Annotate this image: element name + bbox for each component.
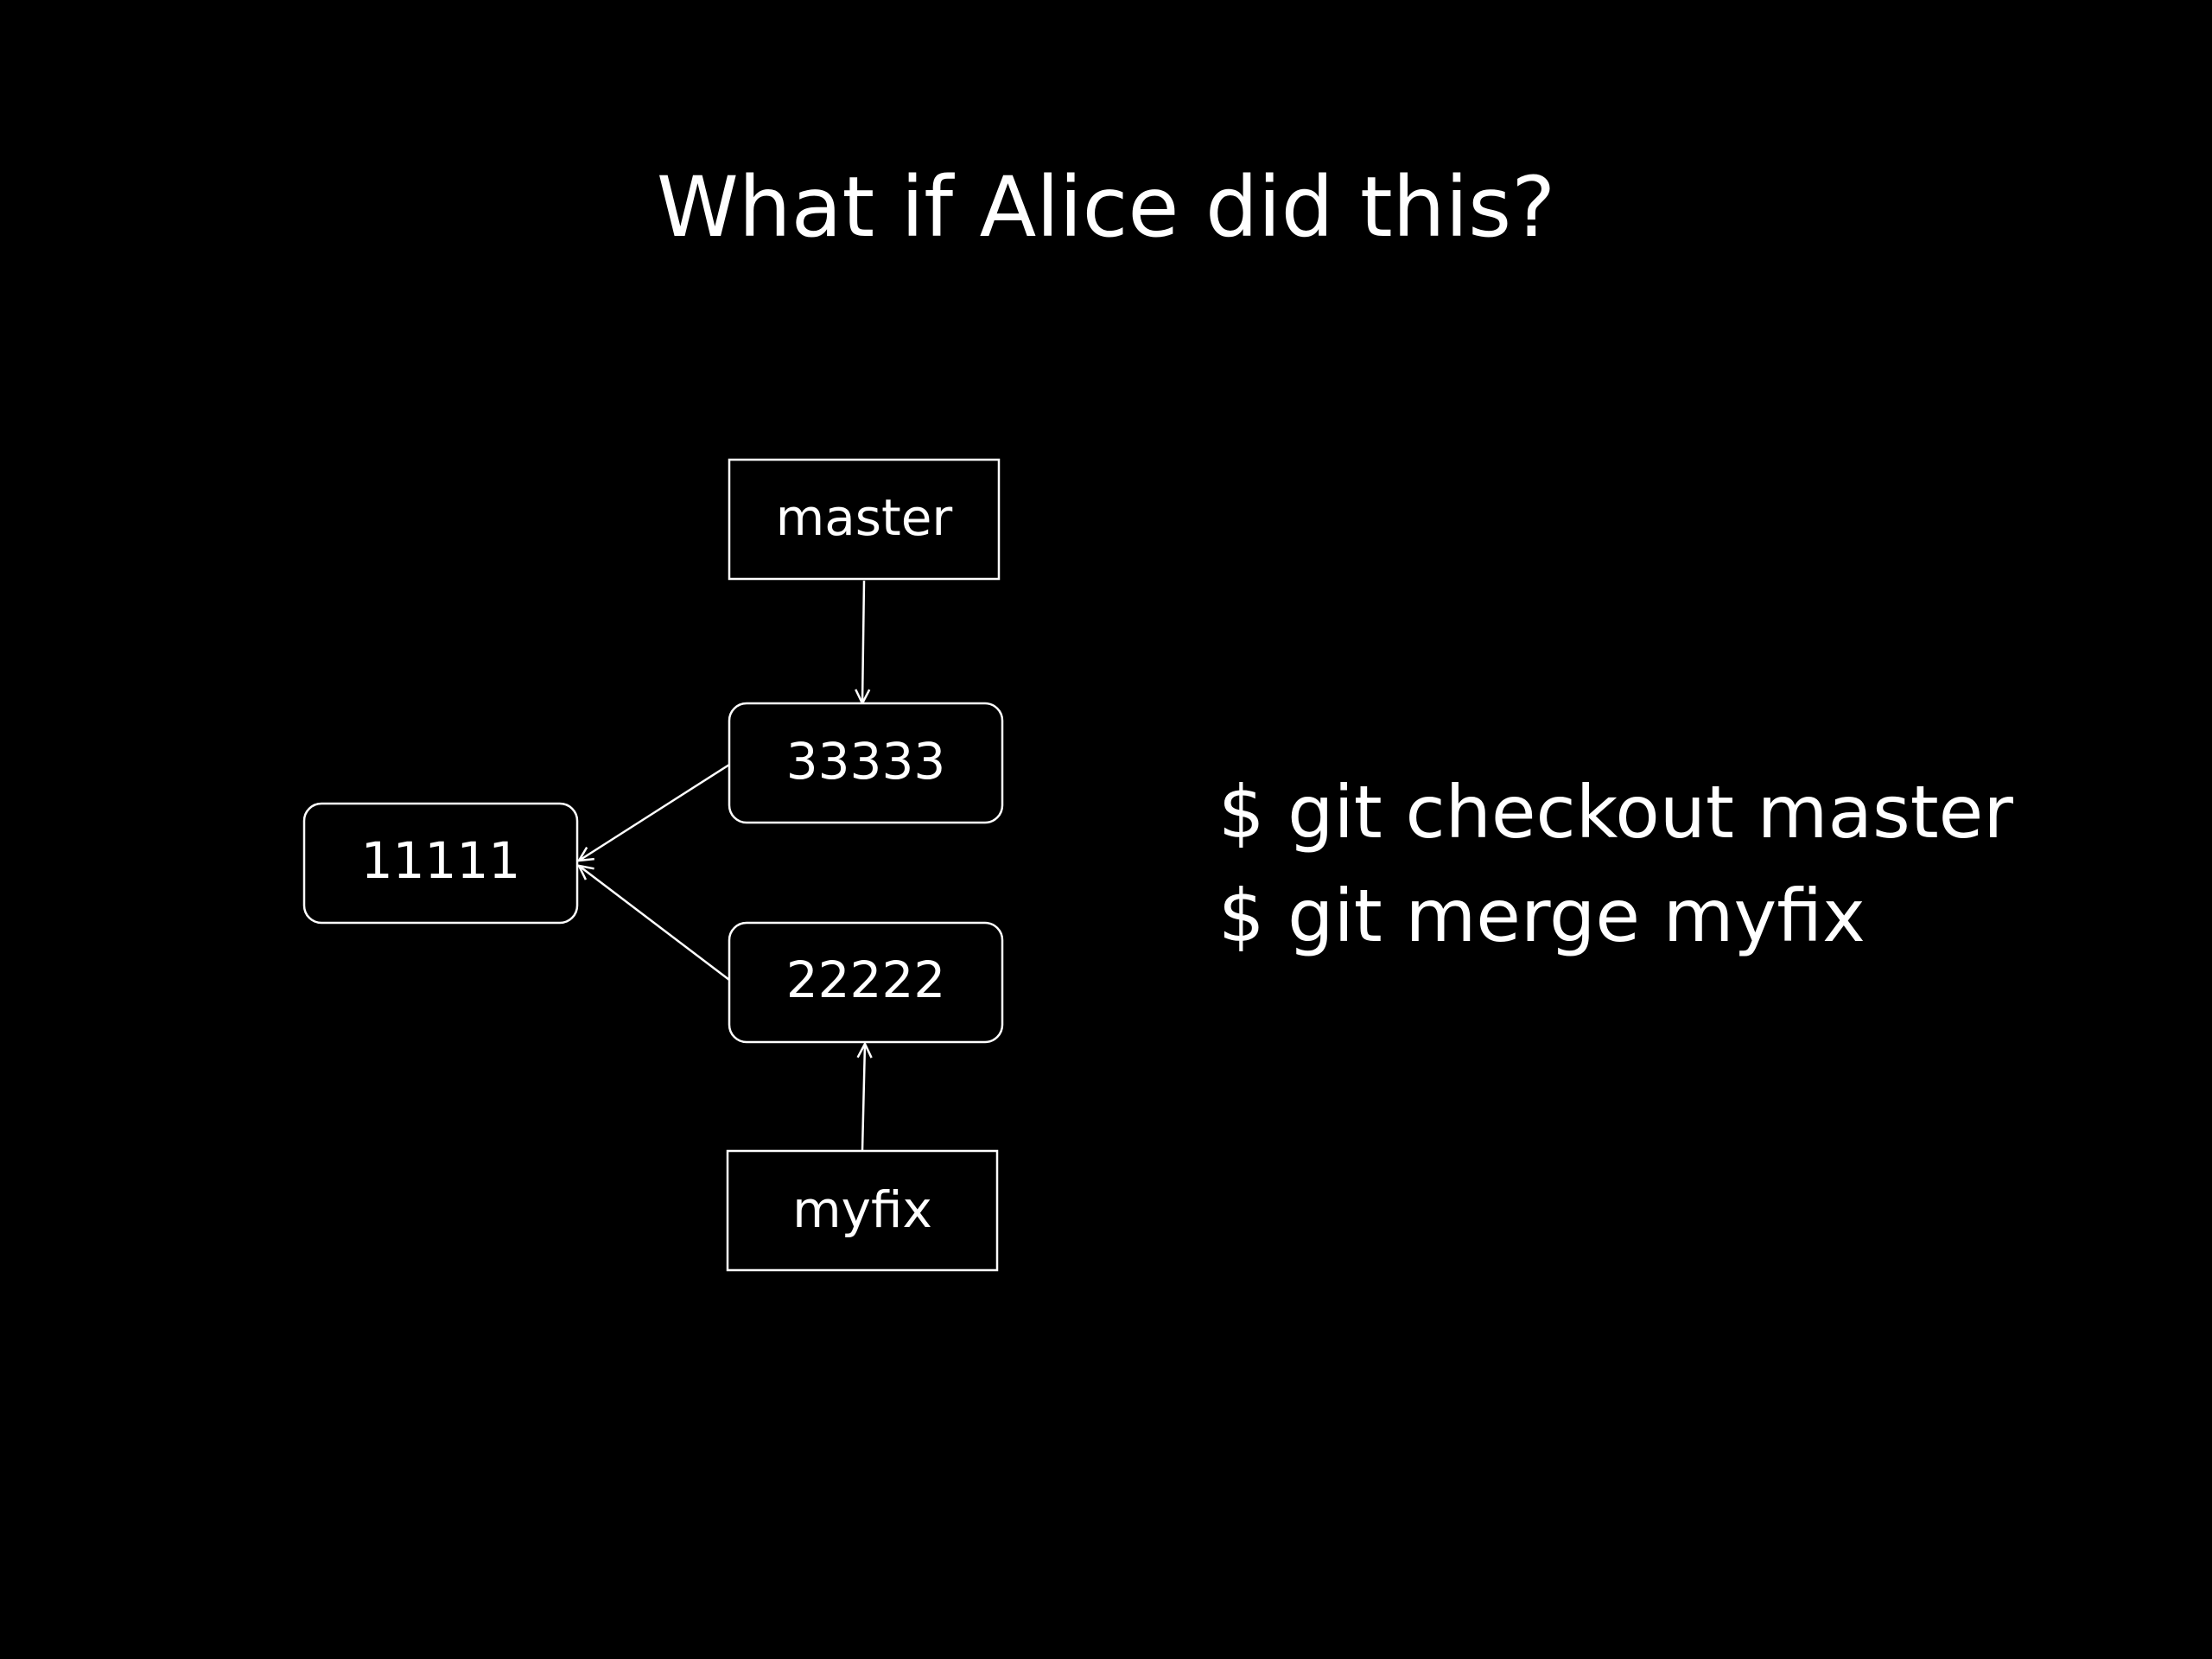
- command-list: $ git checkout master $ git merge myfix: [1218, 760, 2013, 968]
- commit-11111-label: 11111: [361, 831, 521, 890]
- edge-myfix-to-22222: [862, 1044, 865, 1152]
- edge-master-to-33333: [862, 580, 864, 703]
- edge-33333-to-11111: [579, 763, 730, 861]
- commit-33333-label: 33333: [786, 732, 946, 791]
- branch-myfix: myfix: [726, 1149, 999, 1272]
- commit-33333: 33333: [728, 702, 1004, 824]
- edge-22222-to-11111: [579, 866, 730, 981]
- commit-22222: 22222: [728, 921, 1004, 1044]
- branch-master: master: [728, 458, 1001, 581]
- branch-master-label: master: [776, 488, 953, 547]
- command-line-merge: $ git merge myfix: [1218, 874, 1866, 958]
- slide-title: What if Alice did this?: [656, 159, 1556, 256]
- branch-myfix-label: myfix: [792, 1180, 932, 1239]
- commit-22222-label: 22222: [786, 950, 946, 1009]
- commit-11111: 11111: [302, 802, 579, 925]
- command-line-checkout: $ git checkout master: [1218, 770, 2013, 855]
